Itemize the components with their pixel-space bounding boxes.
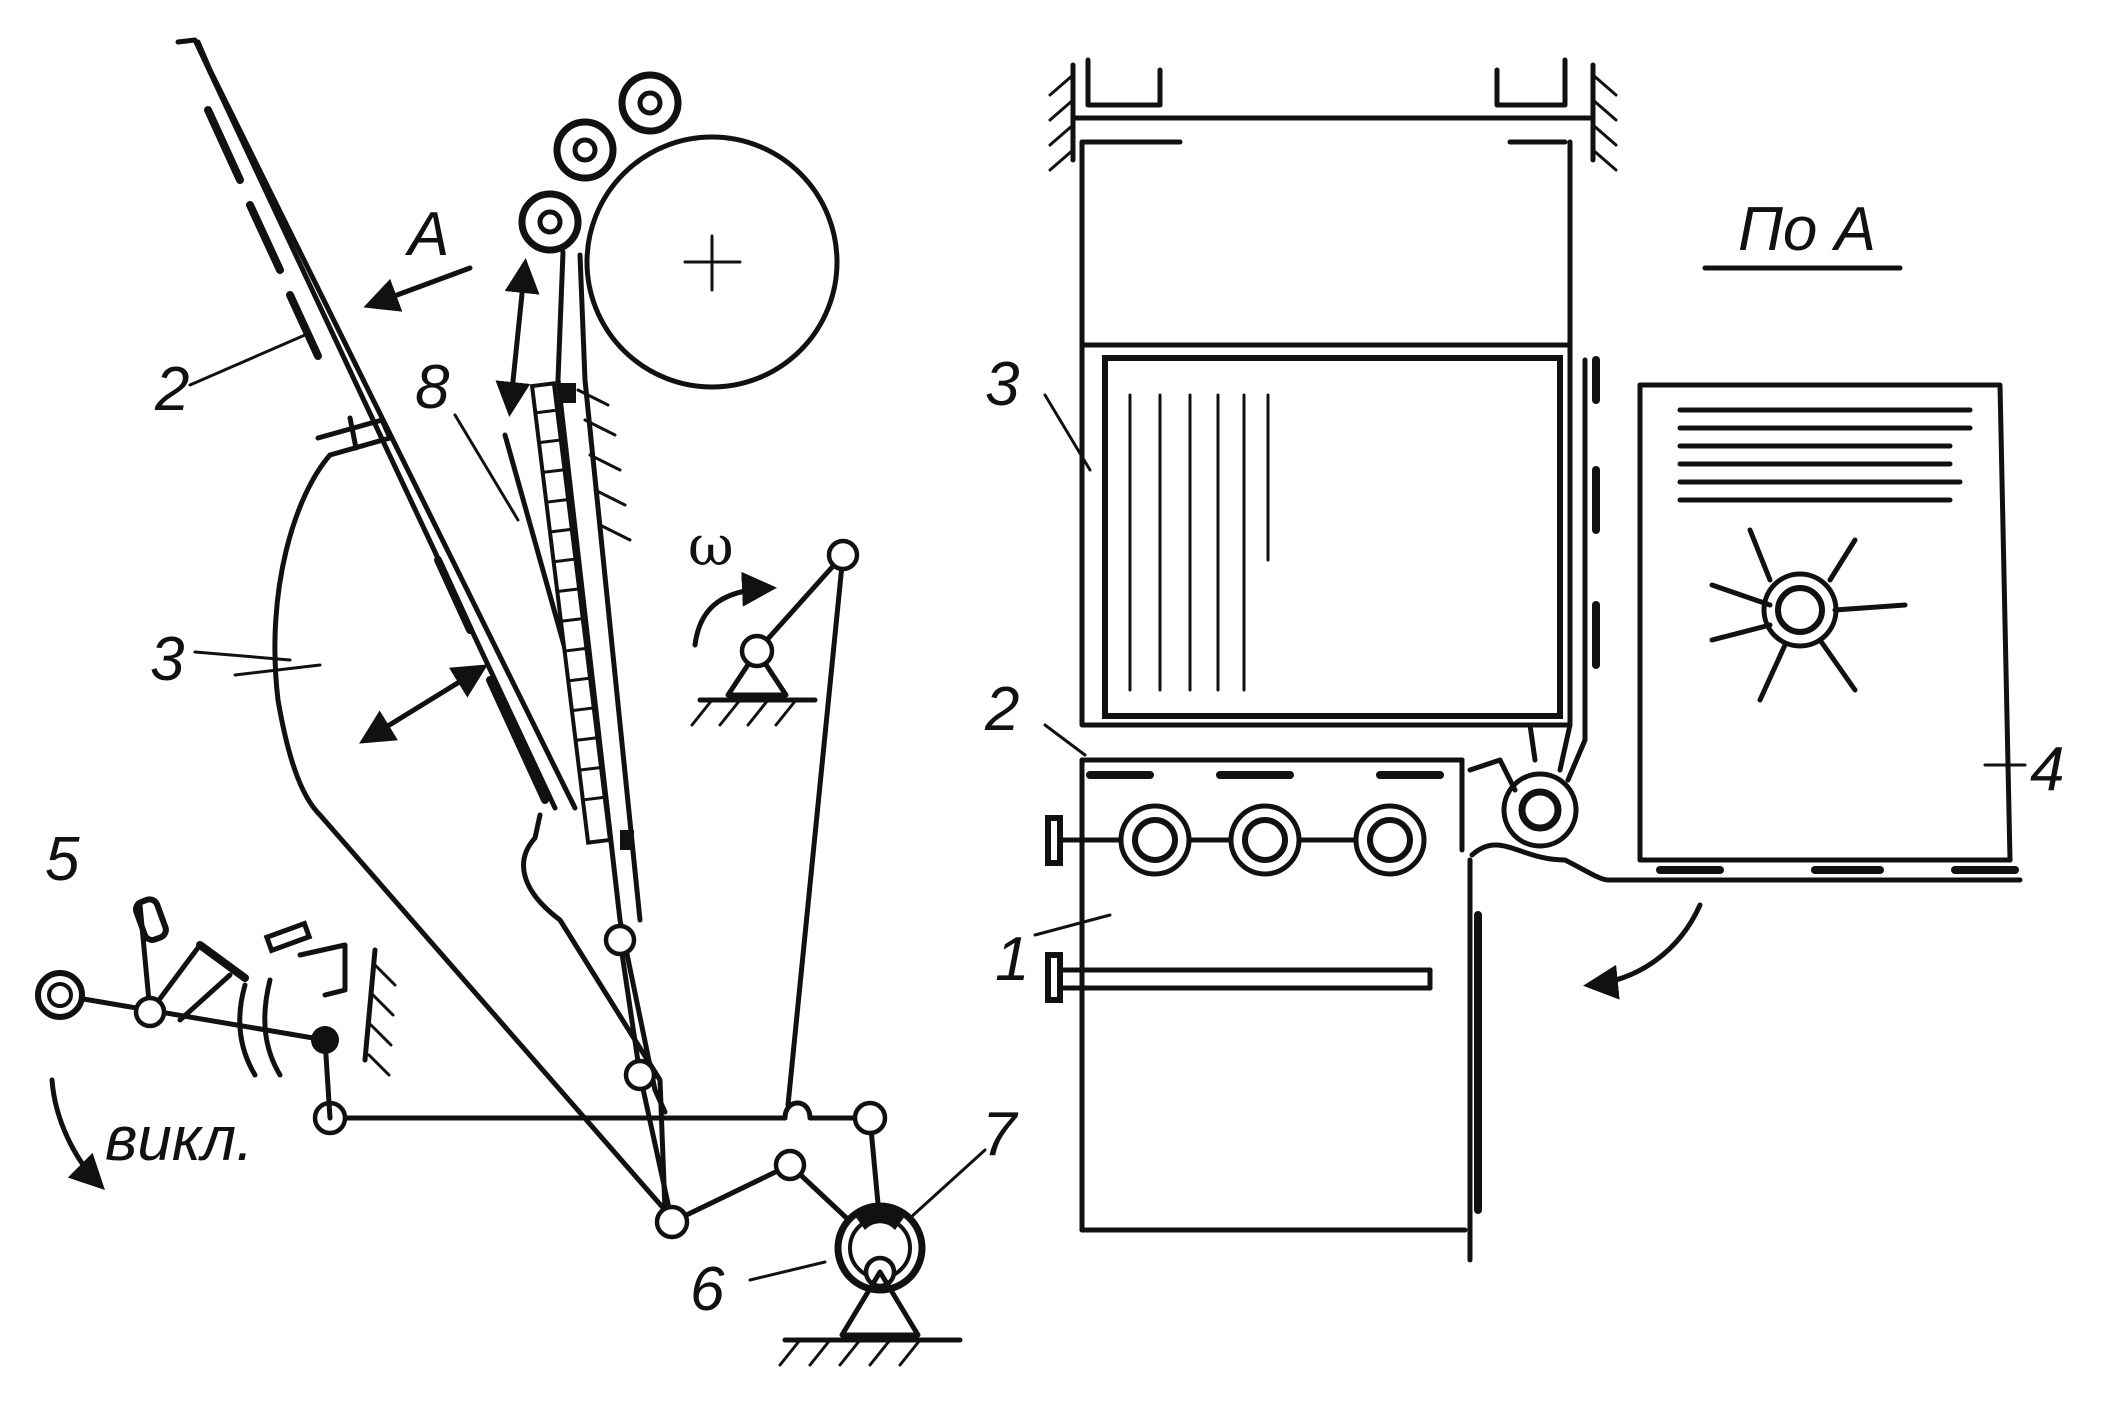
- guide-8: [502, 249, 668, 1115]
- cover-4: [1583, 382, 2027, 1000]
- label-off: викл.: [105, 1105, 253, 1174]
- lever-2-front: [1079, 757, 1465, 853]
- crank: [690, 538, 860, 1108]
- housing-3: [272, 452, 668, 1213]
- label-6: 6: [690, 1255, 725, 1324]
- label-4: 4: [2030, 735, 2064, 804]
- arrow-up-down: [495, 258, 540, 417]
- pressure-rollers: [518, 71, 682, 254]
- top-frame: [1048, 57, 1618, 172]
- arrow-swing: [359, 664, 488, 744]
- lever-2: [175, 37, 578, 811]
- hinge: [1467, 722, 2023, 883]
- label-2-left: 2: [154, 355, 189, 424]
- arrow-omega: [692, 571, 777, 648]
- label-5: 5: [45, 825, 80, 894]
- leader-lines: [188, 333, 987, 1282]
- label-view-arrow: А: [404, 200, 449, 269]
- linkage: [312, 923, 888, 1243]
- housing-3-front: [1079, 139, 1600, 743]
- label-1: 1: [995, 925, 1029, 994]
- cam-7: [778, 1202, 963, 1367]
- label-2-right: 2: [984, 675, 1019, 744]
- label-omega: ω: [688, 514, 734, 579]
- label-3-left: 3: [150, 625, 184, 694]
- label-7: 7: [982, 1100, 1019, 1169]
- drum: [584, 134, 840, 390]
- labels: А По А ω викл. 2 3 5 8 6 7 3 2 1 4: [45, 195, 2064, 1324]
- arrow-off: [49, 1077, 105, 1190]
- body-1: [1045, 757, 1482, 1263]
- right-view-a: [1033, 57, 2027, 1263]
- label-3-right: 3: [985, 350, 1019, 419]
- label-view-title: По А: [1738, 195, 1876, 264]
- switch-mechanism: [35, 896, 397, 1121]
- leader-lines-right: [1033, 393, 1112, 937]
- label-8: 8: [415, 353, 450, 422]
- arrow-a: [363, 265, 473, 312]
- left-side-view: [35, 37, 987, 1367]
- arrow-open: [1583, 902, 1703, 1000]
